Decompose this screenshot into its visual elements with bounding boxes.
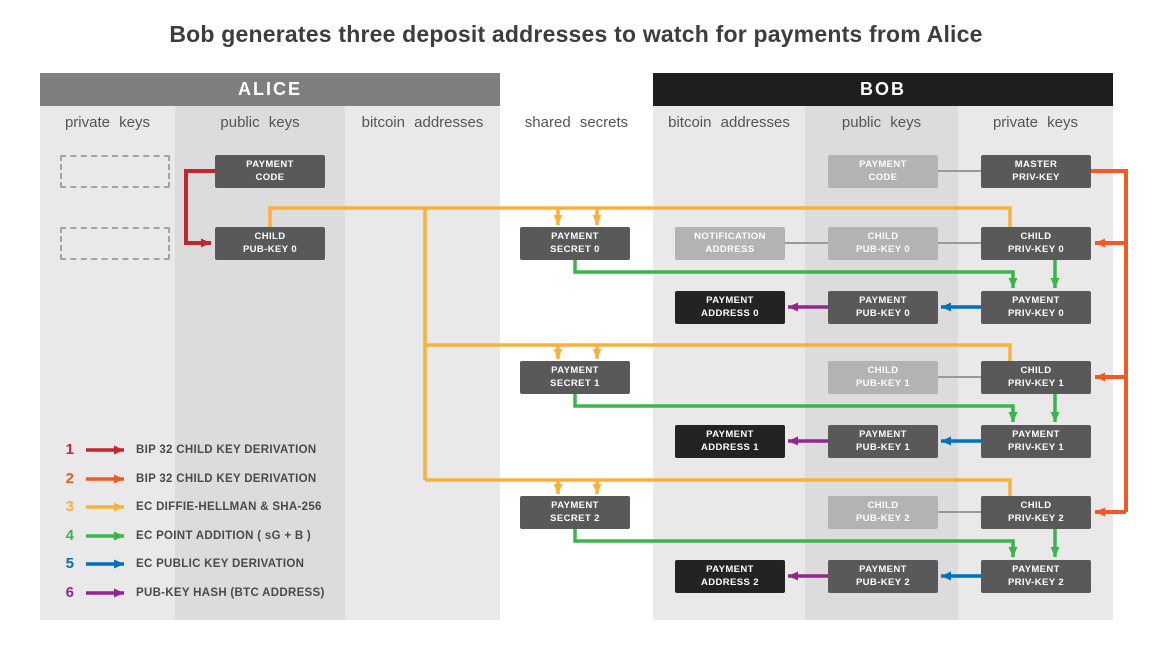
- box-label-line: CHILD: [1020, 499, 1052, 511]
- box-label-line: PRIV-KEY 2: [1007, 576, 1065, 588]
- master-priv-key-box: MASTER PRIV-KEY: [981, 155, 1091, 188]
- payment-secret-1-box: PAYMENT SECRET 1: [520, 361, 630, 394]
- col-label-shared-secrets: shared secrets: [524, 114, 629, 131]
- box-label-line: PUB-KEY 0: [855, 243, 911, 255]
- placeholder-private-key-box-2: [60, 227, 170, 260]
- legend-number-1: 1: [65, 441, 74, 458]
- box-label-line: PUB-KEY 0: [242, 243, 298, 255]
- col-label-bob-bitcoin-addresses: bitcoin addresses: [668, 114, 790, 131]
- child-priv-key-0-box: CHILD PRIV-KEY 0: [981, 227, 1091, 260]
- notification-address-box: NOTIFICATION ADDRESS: [675, 227, 785, 260]
- box-label-line: PAYMENT: [551, 230, 599, 242]
- box-label-line: PAYMENT: [551, 499, 599, 511]
- legend-number-3: 3: [65, 498, 74, 515]
- legend-number-4: 4: [65, 527, 74, 544]
- diagram-title: Bob generates three deposit addresses to…: [169, 21, 983, 47]
- box-label-line: MASTER: [1014, 158, 1058, 170]
- payment-pub-key-2-box: PAYMENT PUB-KEY 2: [828, 560, 938, 593]
- box-label-line: CHILD: [254, 230, 286, 242]
- child-priv-key-2-box: CHILD PRIV-KEY 2: [981, 496, 1091, 529]
- box-label-line: PAYMENT: [1012, 428, 1060, 440]
- col-label-bob-private-keys: private keys: [992, 114, 1079, 131]
- box-label-line: SECRET 2: [550, 512, 600, 524]
- box-label-line: PRIV-KEY 2: [1007, 512, 1065, 524]
- payment-priv-key-2-box: PAYMENT PRIV-KEY 2: [981, 560, 1091, 593]
- bob-child-pub-key-1-box: CHILD PUB-KEY 1: [828, 361, 938, 394]
- box-label-line: PAYMENT: [706, 294, 754, 306]
- box-label-line: PAYMENT: [1012, 294, 1060, 306]
- box-label-line: PAYMENT: [706, 563, 754, 575]
- col-label-alice-bitcoin-addresses: bitcoin addresses: [361, 114, 484, 131]
- box-label-line: CODE: [255, 171, 285, 183]
- payment-secret-0-box: PAYMENT SECRET 0: [520, 227, 630, 260]
- placeholder-private-key-box-1: [60, 155, 170, 188]
- box-label-line: PRIV-KEY: [1012, 171, 1060, 183]
- payment-priv-key-0-box: PAYMENT PRIV-KEY 0: [981, 291, 1091, 324]
- legend-number-6: 6: [65, 584, 74, 601]
- box-label-line: PAYMENT: [706, 428, 754, 440]
- box-label-line: PUB-KEY 2: [855, 576, 911, 588]
- payment-priv-key-1-box: PAYMENT PRIV-KEY 1: [981, 425, 1091, 458]
- box-label-line: SECRET 0: [550, 243, 600, 255]
- box-label-line: PUB-KEY 1: [855, 441, 911, 453]
- box-label-line: SECRET 1: [550, 377, 600, 389]
- legend-label-6: PUB-KEY HASH (BTC ADDRESS): [136, 587, 325, 599]
- payment-address-0-box: PAYMENT ADDRESS 0: [675, 291, 785, 324]
- col-label-alice-public-keys: public keys: [220, 114, 300, 131]
- box-label-line: PRIV-KEY 0: [1007, 307, 1065, 319]
- band-bob-bitcoin-addresses: [653, 106, 805, 620]
- alice-panel-header: ALICE: [40, 73, 500, 106]
- box-label-line: PRIV-KEY 0: [1007, 243, 1065, 255]
- legend-label-2: BIP 32 CHILD KEY DERIVATION: [136, 473, 317, 485]
- box-label-line: PAYMENT: [1012, 563, 1060, 575]
- box-label-line: NOTIFICATION: [694, 230, 766, 242]
- box-label-line: PUB-KEY 0: [855, 307, 911, 319]
- box-label-line: PUB-KEY 1: [855, 377, 911, 389]
- legend-number-5: 5: [65, 555, 74, 572]
- box-label-line: CHILD: [867, 230, 899, 242]
- box-label-line: CHILD: [867, 364, 899, 376]
- box-label-line: ADDRESS 0: [701, 307, 759, 319]
- box-label-line: ADDRESS: [705, 243, 755, 255]
- legend-label-5: EC PUBLIC KEY DERIVATION: [136, 558, 305, 570]
- box-label-line: PRIV-KEY 1: [1007, 377, 1065, 389]
- bob-panel-header: BOB: [653, 73, 1113, 106]
- band-alice-bitcoin-addresses: [345, 106, 500, 620]
- box-label-line: CHILD: [1020, 364, 1052, 376]
- bob-child-pub-key-0-box: CHILD PUB-KEY 0: [828, 227, 938, 260]
- payment-address-2-box: PAYMENT ADDRESS 2: [675, 560, 785, 593]
- alice-child-pub-key-0-box: CHILD PUB-KEY 0: [215, 227, 325, 260]
- box-label-line: ADDRESS 1: [701, 441, 759, 453]
- legend-label-4: EC POINT ADDITION ( sG + B ): [136, 530, 312, 542]
- box-label-line: PRIV-KEY 1: [1007, 441, 1065, 453]
- legend-number-2: 2: [65, 470, 74, 487]
- col-label-alice-private-keys: private keys: [64, 114, 151, 131]
- box-label-line: CHILD: [867, 499, 899, 511]
- col-label-bob-public-keys: public keys: [841, 114, 922, 131]
- payment-secret-2-box: PAYMENT SECRET 2: [520, 496, 630, 529]
- payment-pub-key-0-box: PAYMENT PUB-KEY 0: [828, 291, 938, 324]
- payment-address-1-box: PAYMENT ADDRESS 1: [675, 425, 785, 458]
- box-label-line: ADDRESS 2: [701, 576, 759, 588]
- legend-label-1: BIP 32 CHILD KEY DERIVATION: [136, 444, 317, 456]
- box-label-line: PAYMENT: [859, 563, 907, 575]
- payment-pub-key-1-box: PAYMENT PUB-KEY 1: [828, 425, 938, 458]
- box-label-line: PAYMENT: [859, 158, 907, 170]
- legend-label-3: EC DIFFIE-HELLMAN & SHA-256: [136, 501, 322, 513]
- child-priv-key-1-box: CHILD PRIV-KEY 1: [981, 361, 1091, 394]
- box-label-line: PAYMENT: [859, 294, 907, 306]
- box-label-line: PAYMENT: [551, 364, 599, 376]
- box-label-line: CODE: [868, 171, 898, 183]
- alice-payment-code-box: PAYMENT CODE: [215, 155, 325, 188]
- box-label-line: PAYMENT: [859, 428, 907, 440]
- box-label-line: CHILD: [1020, 230, 1052, 242]
- bob-payment-code-box: PAYMENT CODE: [828, 155, 938, 188]
- bob-child-pub-key-2-box: CHILD PUB-KEY 2: [828, 496, 938, 529]
- box-label-line: PAYMENT: [246, 158, 294, 170]
- box-label-line: PUB-KEY 2: [855, 512, 911, 524]
